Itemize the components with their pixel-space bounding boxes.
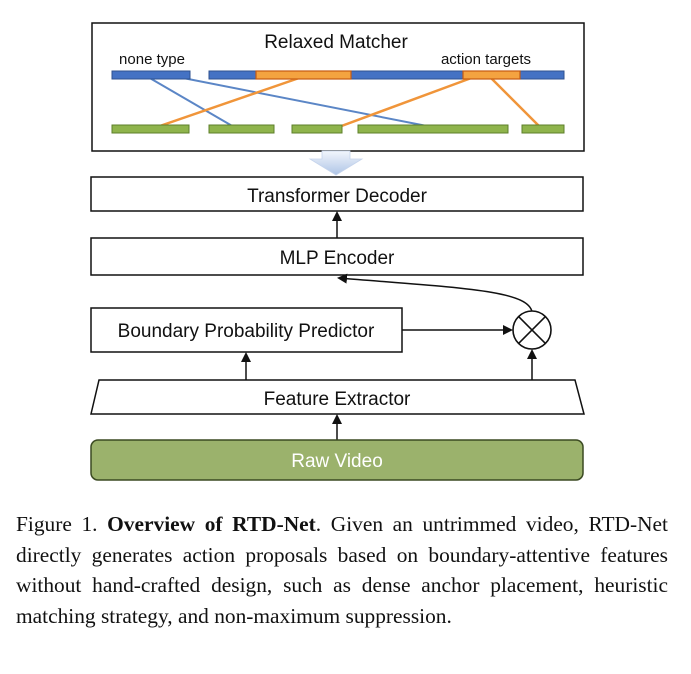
match-line-target-3 [489,76,542,129]
boundary-probability-predictor-block: Boundary Probability Predictor [90,307,403,353]
prediction-segment-target-1 [255,70,352,80]
none-type-label: none type [119,51,185,68]
prediction-timeline [208,70,565,80]
prediction-segment-none [111,70,191,80]
relaxed-matcher-panel: Relaxed Matcher none type action targets [91,22,585,152]
caption-prefix: Figure 1. [16,512,98,536]
rtd-net-diagram: Relaxed Matcher none type action targets [90,22,585,481]
match-line-target-2 [335,75,475,130]
ground-truth-segment-2 [208,124,275,134]
prediction-segment-target-2 [462,70,521,80]
ground-truth-segment-1 [111,124,190,134]
caption-title: Overview of RTD-Net [107,512,316,536]
relaxed-matcher-title: Relaxed Matcher [264,32,408,53]
action-targets-label: action targets [441,51,531,68]
match-line-none-2 [177,76,433,128]
ground-truth-segment-4 [357,124,509,134]
ground-truth-segment-5 [521,124,565,134]
transformer-decoder-block: Transformer Decoder [90,176,584,212]
mlp-encoder-block: MLP Encoder [90,237,584,276]
feature-extractor-label: Feature Extractor [264,389,411,410]
raw-video-label: Raw Video [291,451,383,472]
arrow-multiply-to-mlp [337,273,533,313]
boundary-probability-predictor-label: Boundary Probability Predictor [118,321,375,342]
raw-video-block: Raw Video [90,439,584,481]
ground-truth-segments [111,124,565,134]
down-arrow-icon [308,150,364,176]
feature-extractor-block: Feature Extractor [90,379,585,415]
multiply-icon [512,310,552,350]
ground-truth-segment-3 [291,124,343,134]
figure-caption: Figure 1. Overview of RTD-Net. Given an … [16,509,668,631]
caption-body: . Given an untrimmed video, RTD-Net dire… [16,512,668,628]
matching-lines [147,75,542,130]
prediction-segments [111,70,565,80]
match-line-target-1 [153,75,303,130]
mlp-encoder-label: MLP Encoder [280,248,395,269]
transformer-decoder-label: Transformer Decoder [247,186,428,207]
match-line-none-1 [147,76,235,128]
